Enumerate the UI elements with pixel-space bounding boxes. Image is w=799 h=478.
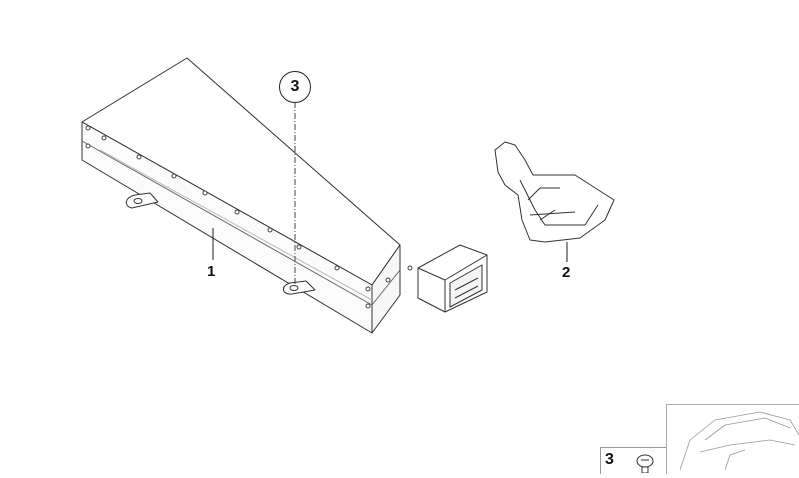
legend-item-number: 3 <box>605 451 614 468</box>
part-label-2: 2 <box>562 264 571 281</box>
callout-3: 3 <box>279 71 311 103</box>
connector <box>417 244 488 313</box>
vehicle-thumbnail <box>666 404 799 474</box>
control-unit-module <box>81 57 413 334</box>
part-label-1: 1 <box>207 263 216 280</box>
bracket <box>494 141 615 262</box>
legend-box: 3 <box>600 447 667 474</box>
screw-icon <box>636 454 654 474</box>
car-outline-icon <box>679 411 799 471</box>
